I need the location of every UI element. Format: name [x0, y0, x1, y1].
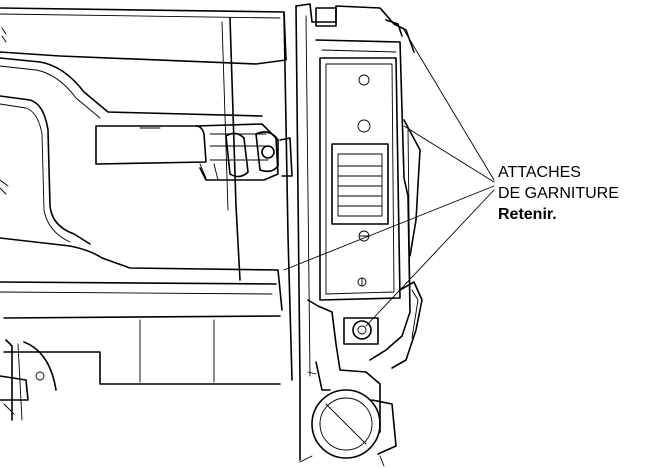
trim-panel — [0, 7, 293, 385]
leader-lines — [283, 29, 495, 327]
callout-line-2: DE GARNITURE — [498, 185, 619, 202]
lower-mount — [307, 281, 423, 433]
trim-clips-callout: ATTACHES DE GARNITURE Retenir. — [498, 162, 646, 225]
lower-left-bracket — [0, 339, 57, 421]
latch-assembly — [95, 123, 293, 181]
callout-retain-note: Retenir. — [498, 206, 557, 223]
carrier-bracket — [295, 3, 421, 461]
round-fitting — [299, 389, 397, 467]
callout-line-1: ATTACHES — [498, 164, 581, 181]
